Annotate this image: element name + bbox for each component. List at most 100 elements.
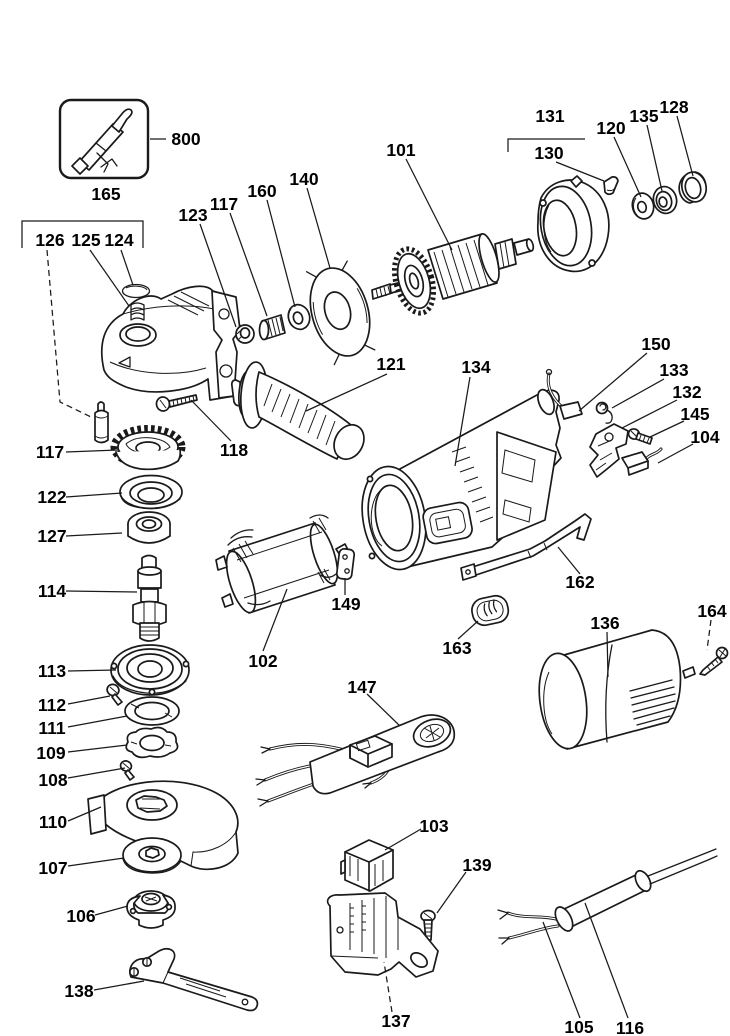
part-label-120: 120 [596, 118, 625, 138]
pin-spanner-138 [128, 948, 259, 1012]
leader-line-127 [65, 532, 123, 537]
leader-line-114 [65, 590, 138, 593]
screw-112 [106, 683, 123, 706]
bracket-149 [335, 547, 356, 581]
armature [371, 233, 535, 316]
part-label-112: 112 [38, 695, 66, 715]
pinion-gear [258, 314, 286, 341]
flange-plate-109 [125, 726, 179, 759]
ball-bearing-135 [652, 185, 678, 215]
part-label-139: 139 [462, 855, 491, 875]
o-ring [121, 283, 151, 299]
part-label-125: 125 [71, 230, 100, 250]
leader-line-111 [67, 715, 128, 728]
motor-housing [361, 388, 562, 571]
leader-line-107 [67, 857, 125, 867]
part-label-103: 103 [419, 816, 448, 836]
part-label-135: 135 [629, 106, 658, 126]
leader-line-108 [67, 767, 126, 779]
retainer-ring-111 [124, 696, 180, 726]
leader-line-145 [649, 420, 685, 438]
part-label-116: 116 [616, 1018, 644, 1036]
part-label-164: 164 [697, 601, 726, 621]
field-coil [215, 514, 349, 614]
leader-line-103 [384, 828, 422, 851]
part-label-138: 138 [64, 981, 93, 1001]
leader-line-109 [67, 744, 128, 753]
leader-line-132 [621, 399, 678, 429]
leader-line-134 [454, 376, 471, 467]
leader-line-162 [557, 546, 581, 575]
brush-holder-132 [589, 423, 629, 478]
washer-120 [631, 192, 655, 220]
part-label-121: 121 [376, 354, 405, 374]
part-label-117: 117 [210, 194, 238, 214]
part-label-132: 132 [672, 382, 701, 402]
leader-line-160 [266, 199, 296, 308]
outer-sleeve-136 [538, 629, 696, 750]
lead-wire-150 [545, 368, 583, 420]
clamp-nut-106 [126, 890, 176, 929]
part-label-126: 126 [35, 230, 64, 250]
leader-line-117-top [229, 212, 268, 317]
part-label-118: 118 [220, 440, 248, 460]
leader-line-110 [67, 806, 102, 822]
part-label-128: 128 [659, 97, 688, 117]
leader-line-121 [305, 373, 388, 412]
part-label-160: 160 [247, 181, 276, 201]
leader-line-125 [89, 249, 130, 307]
screw-164 [699, 646, 729, 676]
leader-line-138 [93, 980, 145, 991]
ball-bearing-127 [127, 511, 171, 544]
leader-line-128 [676, 115, 694, 177]
leader-line-106 [94, 905, 129, 916]
part-label-131: 131 [535, 106, 564, 126]
bevel-gear-large [110, 425, 186, 471]
baffle-plate [305, 260, 376, 366]
leader-line-140 [306, 187, 331, 269]
leader-line-122 [65, 492, 123, 498]
part-label-800: 800 [171, 129, 200, 149]
handle-base-137 [326, 892, 439, 978]
leader-line-133 [611, 378, 665, 409]
part-label-133: 133 [659, 360, 688, 380]
part-label-106: 106 [66, 906, 95, 926]
part-label-101: 101 [386, 140, 415, 160]
part-label-108: 108 [38, 770, 67, 790]
grease-gun [71, 108, 133, 175]
leader-line-118 [190, 399, 232, 442]
screw-145 [627, 428, 653, 445]
part-label-109: 109 [36, 743, 65, 763]
leader-line-102 [262, 588, 288, 652]
leader-line-131-bracket [507, 138, 585, 152]
dished-washer-122 [119, 474, 183, 510]
part-label-127: 127 [37, 526, 66, 546]
carbon-brush-104 [621, 447, 663, 476]
part-label-110: 110 [39, 812, 67, 832]
leader-line-150 [578, 352, 648, 412]
part-label-162: 162 [565, 572, 594, 592]
leader-line-126 [46, 249, 92, 418]
leader-line-104 [657, 443, 694, 464]
wheel-guard [87, 780, 239, 871]
brace-162 [460, 513, 592, 581]
pin-130 [603, 175, 619, 196]
part-label-111: 111 [38, 718, 66, 738]
backing-flange-107 [122, 837, 182, 874]
leader-line-116 [584, 902, 629, 1019]
leader-line-120 [613, 136, 642, 198]
spring-clip-133 [595, 401, 613, 424]
leader-line-130 [555, 161, 605, 182]
spindle-114 [132, 554, 167, 642]
part-label-149: 149 [331, 594, 360, 614]
service-tool-box [58, 98, 150, 180]
leader-line-117-left [65, 449, 119, 453]
part-label-104: 104 [690, 427, 719, 447]
part-label-105: 105 [564, 1017, 593, 1036]
sleeve-128 [678, 171, 708, 204]
part-label-145: 145 [680, 404, 709, 424]
retainer-cover-113 [110, 644, 190, 696]
